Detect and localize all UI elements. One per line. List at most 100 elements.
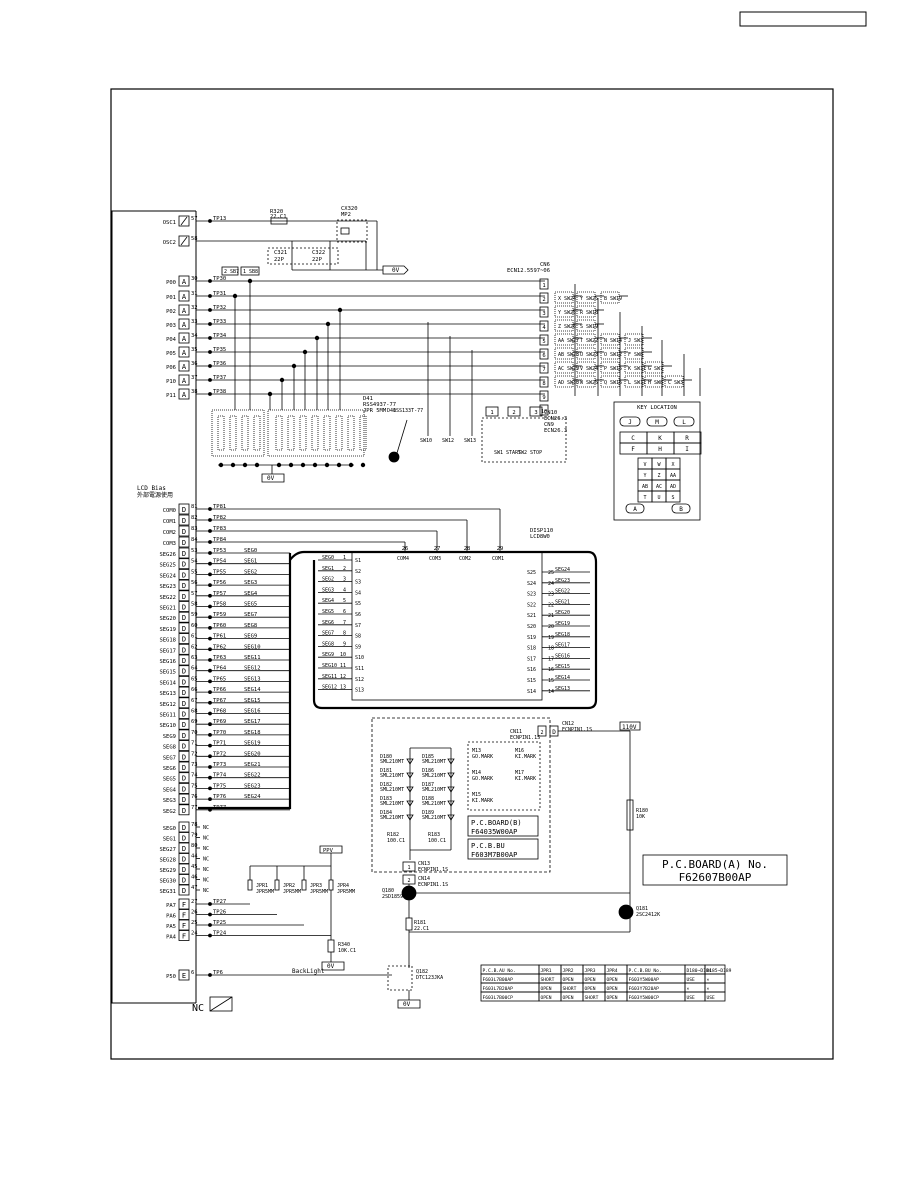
lcd-seg-in: SEG11 — [322, 674, 337, 680]
seg-testpoint: TP76 — [213, 794, 226, 800]
seg-signal: SEG7 — [244, 612, 257, 618]
lcd-seg-out: SEG24 — [555, 567, 570, 573]
nc-pin-type: D — [182, 824, 186, 832]
cn12-ref: CN12 — [562, 721, 574, 727]
table-cell-text: OPEN — [607, 977, 618, 983]
seg-pin-number: 58 — [191, 602, 198, 608]
seg-pin-type: D — [182, 636, 186, 644]
cn10-pin-number: 1 — [490, 410, 493, 416]
key-switch — [600, 361, 620, 374]
ground-label: 0V — [267, 475, 275, 482]
nc-pin-box — [178, 874, 190, 885]
key-location-top-label: L — [682, 419, 686, 426]
seg-pin-name: SEG26 — [159, 552, 176, 558]
lcd-pin-number: 6 — [343, 609, 346, 615]
cn10-part: ECN26.3 — [544, 416, 567, 422]
seg-pin-number: 66 — [191, 687, 198, 693]
led-part: SML210MT — [380, 773, 404, 779]
seg-testpoint: TP55 — [213, 569, 226, 575]
nc-pin-box — [178, 884, 190, 896]
lcd-com-pin: 26 — [402, 546, 409, 552]
mark-ref: M13 — [472, 748, 481, 754]
key-switch — [624, 347, 644, 360]
seg-pin-type: D — [182, 668, 186, 676]
table-cell-text: OPEN — [607, 986, 618, 992]
table-header-text: JPR4 — [607, 968, 618, 974]
seg-pin-number: 55 — [191, 569, 198, 575]
seg-pin-number: 71 — [191, 741, 198, 747]
lcd-pin-name: S16 — [527, 667, 536, 673]
nc-pin-type: D — [182, 835, 186, 843]
seg-testpoint: TP59 — [213, 612, 226, 618]
ic-outline — [111, 210, 196, 1004]
key-switch — [576, 347, 596, 360]
cn6-pin-box — [539, 292, 549, 304]
diode — [311, 415, 319, 451]
seg-pin-type: D — [182, 614, 186, 622]
table-cell-text: OPEN — [541, 995, 552, 1001]
mark-ref: M16 — [515, 748, 524, 754]
lcd-seg-in: SEG10 — [322, 663, 337, 669]
osc-pin-name: OSC1 — [163, 220, 176, 226]
seg-signal: SEG18 — [244, 730, 261, 736]
cn6-pin-box — [539, 320, 549, 332]
seg-pin-name: SEG21 — [159, 606, 176, 612]
key-switch — [576, 375, 596, 388]
lcd-pin-number: 7 — [343, 620, 346, 626]
board-bu-box — [467, 838, 539, 860]
lcd-pin-name: S22 — [527, 602, 536, 608]
osc-pin-number: 58 — [191, 236, 198, 242]
seg-signal: SEG8 — [244, 623, 257, 629]
nc-legend-box — [209, 996, 233, 1012]
led-ref: D181 — [380, 768, 392, 774]
r340-resistor — [327, 939, 335, 953]
key-location-cell-label: V — [643, 462, 646, 468]
board-a-number: F62607B00AP — [679, 871, 752, 884]
key-switch — [554, 291, 574, 304]
seg-signal: SEG4 — [244, 591, 258, 597]
lcd-seg-in: SEG6 — [322, 620, 334, 626]
diode — [359, 415, 367, 451]
nc-pin-name: SEG28 — [159, 858, 176, 864]
com-pin-number: 81 — [191, 504, 198, 510]
key-switch-label: Y SW25 — [580, 296, 598, 302]
key-location-cell-label: AD — [670, 484, 676, 490]
nc-pin-name: SEG29 — [159, 868, 176, 874]
lcd-pin-name: S23 — [527, 592, 536, 598]
seg-testpoint: TP68 — [213, 709, 226, 715]
key-switch — [576, 333, 596, 346]
seg-pin-name: SEG25 — [159, 563, 176, 569]
diode — [347, 415, 355, 451]
lcd-seg-in: SEG12 — [322, 685, 337, 691]
seg-testpoint: TP54 — [213, 559, 227, 565]
lcd-seg-in: SEG3 — [322, 587, 334, 593]
key-location-bottom-label: A — [633, 506, 637, 513]
diode — [335, 415, 343, 451]
cn6-pin-box — [539, 404, 549, 416]
seg-signal: SEG19 — [244, 741, 261, 747]
table-cell-text: SHORT — [585, 995, 599, 1001]
key-location-top-label: M — [655, 419, 659, 426]
c322-value: 22P — [312, 257, 323, 263]
jumper-ref: JPR1 — [256, 883, 268, 889]
nc-pin-type: D — [182, 845, 186, 853]
seg-pin-number: 61 — [191, 634, 198, 640]
mark-ref: M17 — [515, 770, 524, 776]
lcd-pin-number: 19 — [548, 635, 554, 641]
osc-pin-name: OSC2 — [163, 240, 176, 246]
port-box — [240, 266, 260, 276]
mark-box — [467, 741, 541, 811]
seg-testpoint: TP73 — [213, 762, 226, 768]
seg-pin-box — [178, 708, 190, 719]
lcd-com-label: COM3 — [429, 556, 441, 562]
led-part: SML210MT — [422, 759, 446, 765]
table-cell-text: F603Y5W00AP — [629, 977, 660, 983]
seg-testpoint: TP62 — [213, 644, 226, 650]
lcd-seg-in: SEG7 — [322, 631, 334, 637]
seg-testpoint: TP75 — [213, 783, 226, 789]
table-header-text: JPR1 — [541, 968, 552, 974]
seg-pin-box — [178, 547, 190, 559]
c322-ref: C322 — [312, 250, 325, 256]
